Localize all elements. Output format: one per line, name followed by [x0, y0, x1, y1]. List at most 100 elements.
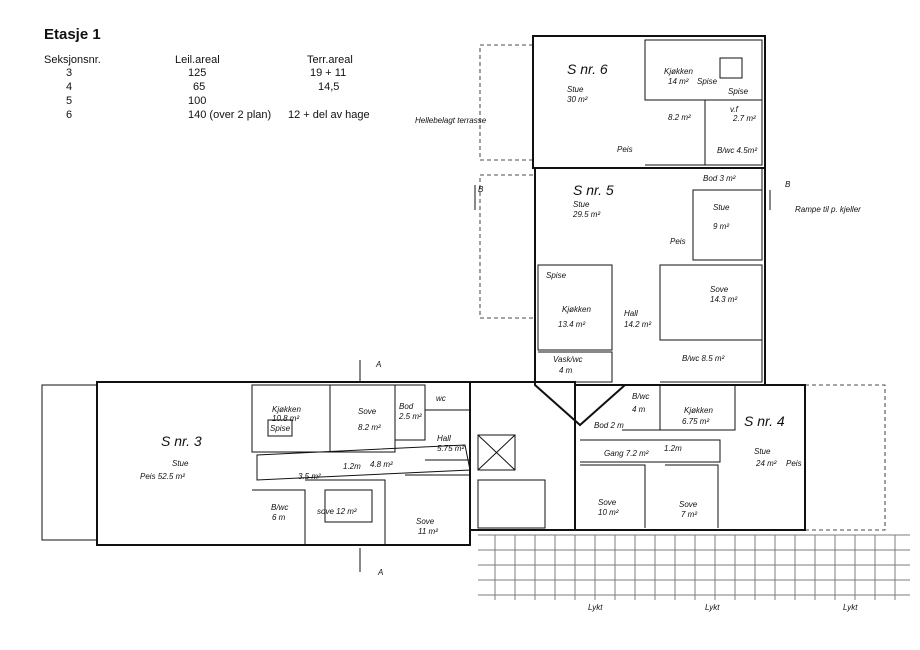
s5-stue2: [692, 189, 763, 261]
s6-hall-area: 8.2 m²: [668, 113, 691, 122]
col-header-seksjonsnr: Seksjonsnr.: [44, 54, 101, 66]
col-header-leilareal: Leil.areal: [175, 54, 220, 66]
s3-hall: Hall: [437, 434, 451, 443]
lykt-label: Lykt: [705, 603, 720, 612]
s3-sove1: [330, 384, 396, 453]
terrace-s6: [479, 44, 533, 161]
section-b-right: B: [785, 180, 791, 189]
s4-bwc: [622, 384, 661, 431]
s5-peis: Peis: [670, 237, 686, 246]
s3-gang: [256, 444, 471, 481]
s5-hall: Hall: [624, 309, 638, 318]
col-header-terrareal: Terr.areal: [307, 54, 353, 66]
terrace-s5: [479, 174, 533, 319]
s5-vask-area: 4 m: [559, 366, 573, 375]
s5-spise: Spise: [546, 271, 567, 280]
s3-sove3: Sove: [416, 517, 435, 526]
s4-sove2: [665, 464, 719, 528]
lykt-label: Lykt: [588, 603, 603, 612]
wall-core: [470, 381, 576, 531]
s4-peis: Peis: [786, 459, 802, 468]
s3-bod: [395, 384, 426, 441]
page-title: Etasje 1: [44, 26, 101, 43]
unit-s3-name: S nr. 3: [161, 433, 202, 449]
s4-sove1-area: 10 m²: [598, 508, 619, 517]
s3-table: [267, 419, 293, 437]
s5-stue2-area: 9 m²: [713, 222, 729, 231]
s5-sove: Sove: [710, 285, 729, 294]
s3-kjokken-area: 10.8 m²: [272, 414, 299, 423]
s5-kjokken: [537, 264, 613, 351]
unit-s4-name: S nr. 4: [744, 413, 785, 429]
s6-bwc: B/wc 4.5m²: [717, 146, 757, 155]
rampe-label: Rampe til p. kjeller: [795, 205, 861, 214]
s4-kjokken-area: 6.75 m²: [682, 417, 709, 426]
s5-sove-area: 14.3 m²: [710, 295, 737, 304]
table-cell-terr: 19 + 11: [310, 67, 347, 79]
s3-sove2: sove 12 m²: [317, 507, 357, 516]
s4-kjokken: [660, 384, 736, 431]
s3-sove2: [305, 479, 386, 545]
s5-bwc: [660, 339, 763, 383]
s4-sove1: [580, 464, 646, 528]
terrace-s4: [805, 384, 886, 531]
s3-bod: Bod: [399, 402, 414, 411]
s6-hall: [645, 99, 706, 166]
s6-table: [719, 57, 743, 79]
s3-bwc: [252, 489, 306, 545]
s6-stue: Stue: [567, 85, 584, 94]
section-b-left: B: [478, 185, 484, 194]
table-cell-nr: 5: [66, 95, 73, 107]
s3-hall-area: 5.75 m²: [437, 444, 464, 453]
table-cell-leil: 65: [193, 81, 206, 93]
s6-vf-area: 2.7 m²: [732, 114, 756, 123]
s4-kjokken: Kjøkken: [684, 406, 713, 415]
s5-bod: Bod 3 m²: [703, 174, 736, 183]
table-cell-terr: 12 + del av hage: [288, 109, 370, 121]
s6-kjokken: Kjøkken: [664, 67, 693, 76]
stair-cross: [477, 434, 516, 471]
s3-bed: [324, 489, 373, 523]
s3-spise: Spise: [270, 424, 291, 433]
s5-stue: Stue: [573, 200, 590, 209]
s4-bwc-area: 4 m: [632, 405, 646, 414]
unit-s5-name: S nr. 5: [573, 182, 614, 198]
s3-sove3-area: 11 m²: [418, 527, 438, 536]
s3-kjokken: Kjøkken: [272, 405, 301, 414]
s5-kjokken: Kjøkken: [562, 305, 591, 314]
s6-wc: [705, 99, 763, 166]
s5-hall-area: 14.2 m²: [624, 320, 651, 329]
s5-bwc: B/wc 8.5 m²: [682, 354, 725, 363]
table-cell-nr: 6: [66, 109, 73, 121]
s3-sove1: Sove: [358, 407, 377, 416]
wall-s3: [96, 381, 471, 546]
terrasse-label: Hellebelagt terrasse: [415, 116, 487, 125]
s4-stue-area: 24 m²: [755, 459, 777, 468]
section-a-bottom: A: [377, 568, 383, 577]
s6-kjokken-area: 14 m²: [668, 77, 689, 86]
s4-bwc: B/wc: [632, 392, 649, 401]
s4-sove2: Sove: [679, 500, 698, 509]
s6-peis: Peis: [617, 145, 633, 154]
s5-vask: [538, 351, 613, 383]
s3-gang3: 4.8 m²: [370, 460, 393, 469]
table-cell-terr: 14,5: [318, 81, 340, 93]
s3-bay: [41, 384, 97, 541]
table-cell-leil: 125: [188, 67, 207, 79]
section-line-b: [474, 185, 771, 210]
table-cell-leil: 140 (over 2 plan): [188, 109, 272, 121]
s3-gang2: 1.2m: [343, 462, 361, 471]
unit-s6-name: S nr. 6: [567, 61, 608, 77]
s6-spise2: Spise: [728, 87, 749, 96]
s4-bod: Bod 2 m: [594, 421, 624, 430]
table-cell-nr: 3: [66, 67, 73, 79]
stair-core: [477, 434, 546, 529]
s3-sove1-area: 8.2 m²: [358, 423, 381, 432]
s6-vf: v.f: [730, 105, 739, 114]
s4-sove2-area: 7 m²: [681, 510, 697, 519]
s5-stue2: Stue: [713, 203, 730, 212]
s3-gang-area: 3.5 m²: [298, 472, 321, 481]
s3-hall: [425, 409, 471, 461]
paving-grid: [478, 534, 910, 600]
